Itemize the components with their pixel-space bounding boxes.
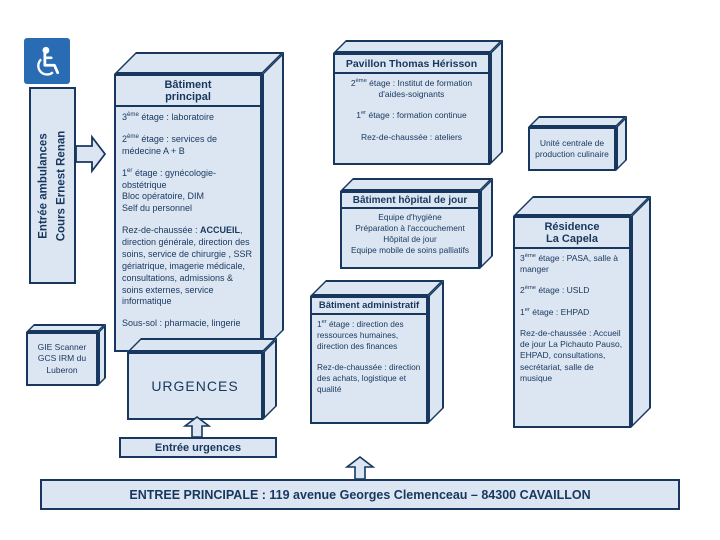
cube-front-face: URGENCES	[127, 352, 263, 420]
cube-front-face: Résidence La Capela 3ème étage : PASA, s…	[513, 216, 631, 428]
cube-top-face	[114, 52, 284, 74]
cube-side-face	[98, 324, 106, 386]
cube-side-face	[263, 338, 277, 420]
building-floors: Equipe d'hygiène Préparation à l'accouch…	[342, 209, 478, 259]
floor-line: 3ème étage : PASA, salle à manger	[520, 253, 619, 275]
floor-line: Equipe mobile de soins palliatifs	[350, 244, 470, 255]
floor-line: Rez-de-chaussée : direction des achats, …	[317, 361, 421, 394]
floor-line: 1er étage : EHPAD	[520, 306, 590, 317]
cube-top-face	[340, 178, 493, 191]
building-title: Bâtiment administratif	[312, 298, 426, 315]
arrow-right-icon	[76, 134, 106, 174]
floor-line: Equipe d'hygiène	[378, 212, 442, 222]
building-floors: 3ème étage : PASA, salle à manger 2ème é…	[515, 249, 629, 388]
ambulance-entrance-line2: Cours Ernest Renan	[55, 130, 68, 241]
floor-line: 2ème étage : Institut de formation d'aid…	[350, 78, 473, 100]
main-entrance-arrow-up-icon	[344, 456, 376, 479]
ambulance-entrance-label: Entrée ambulances Cours Ernest Renan	[34, 81, 71, 291]
building-title: Pavillon Thomas Hérisson	[335, 55, 488, 74]
building-title: Bâtiment principal	[116, 76, 260, 107]
accessibility-icon	[24, 38, 70, 84]
ambulance-entrance-line1: Entrée ambulances	[37, 132, 50, 239]
building-floors: 2ème étage : Institut de formation d'aid…	[335, 74, 488, 147]
cube-side-face	[616, 116, 627, 171]
floor-line: Hôpital de jour	[383, 233, 437, 244]
wheelchair-icon	[37, 46, 60, 76]
cube-front-face: Pavillon Thomas Hérisson 2ème étage : In…	[333, 53, 490, 165]
cube-top-face	[333, 40, 503, 53]
floor-line: 2ème étage : services de médecine A + B	[122, 132, 217, 156]
cube-side-face	[262, 52, 284, 352]
ambulance-entrance: Entrée ambulances Cours Ernest Renan	[29, 87, 76, 284]
building-label: Unité centrale de production culinaire	[535, 137, 609, 159]
floor-line: Rez-de-chaussée : ACCUEIL, direction gén…	[122, 225, 253, 307]
floor-line: Self du personnel	[122, 203, 193, 214]
urgences-entrance-label: Entrée urgences	[119, 437, 277, 458]
floor-line: Rez-de-chaussée : ateliers	[360, 131, 463, 142]
cube-front-face: Bâtiment administratif 1er étage : direc…	[310, 296, 428, 424]
cube-side-face	[480, 178, 493, 269]
floor-line: Bloc opératoire, DIM	[122, 191, 205, 202]
cube-side-face	[631, 196, 651, 428]
floor-line: 1er étage : formation continue	[356, 110, 467, 121]
cube-top-face	[26, 324, 106, 332]
floor-line: Préparation à l'accouchement	[355, 222, 465, 233]
building-label: GIE Scanner GCS IRM du Luberon	[37, 342, 87, 375]
floor-line: 1er étage : gynécologie-obstétrique	[122, 166, 217, 190]
cube-front-face: GIE Scanner GCS IRM du Luberon	[26, 332, 98, 386]
building-title: Bâtiment hôpital de jour	[342, 193, 478, 209]
floor-line: 3ème étage : laboratoire	[122, 111, 214, 122]
floor-line: 2ème étage : USLD	[520, 285, 590, 296]
cube-top-face	[310, 280, 444, 296]
floor-line: Sous-sol : pharmacie, lingerie	[122, 318, 241, 329]
building-floors: 3ème étage : laboratoire 2ème étage : se…	[116, 107, 260, 335]
cube-top-face	[127, 338, 277, 352]
floor-line: 1er étage : direction des ressources hum…	[317, 319, 404, 351]
cube-top-face	[528, 116, 627, 127]
building-floors: 1er étage : direction des ressources hum…	[312, 315, 426, 399]
building-label: URGENCES	[151, 378, 239, 394]
cube-side-face	[428, 280, 444, 424]
cube-front-face: Bâtiment hôpital de jour Equipe d'hygièn…	[340, 191, 480, 269]
main-entrance-banner: ENTREE PRINCIPALE : 119 avenue Georges C…	[40, 479, 680, 510]
urgences-entrance-arrow-up-icon	[183, 416, 211, 437]
cube-front-face: Unité centrale de production culinaire	[528, 127, 616, 171]
building-title: Résidence La Capela	[515, 218, 629, 249]
cube-top-face	[513, 196, 651, 216]
floor-line: Rez-de-chaussée : Accueil de jour La Pic…	[520, 327, 623, 383]
cube-front-face: Bâtiment principal 3ème étage : laborato…	[114, 74, 262, 352]
cube-side-face	[490, 40, 503, 165]
